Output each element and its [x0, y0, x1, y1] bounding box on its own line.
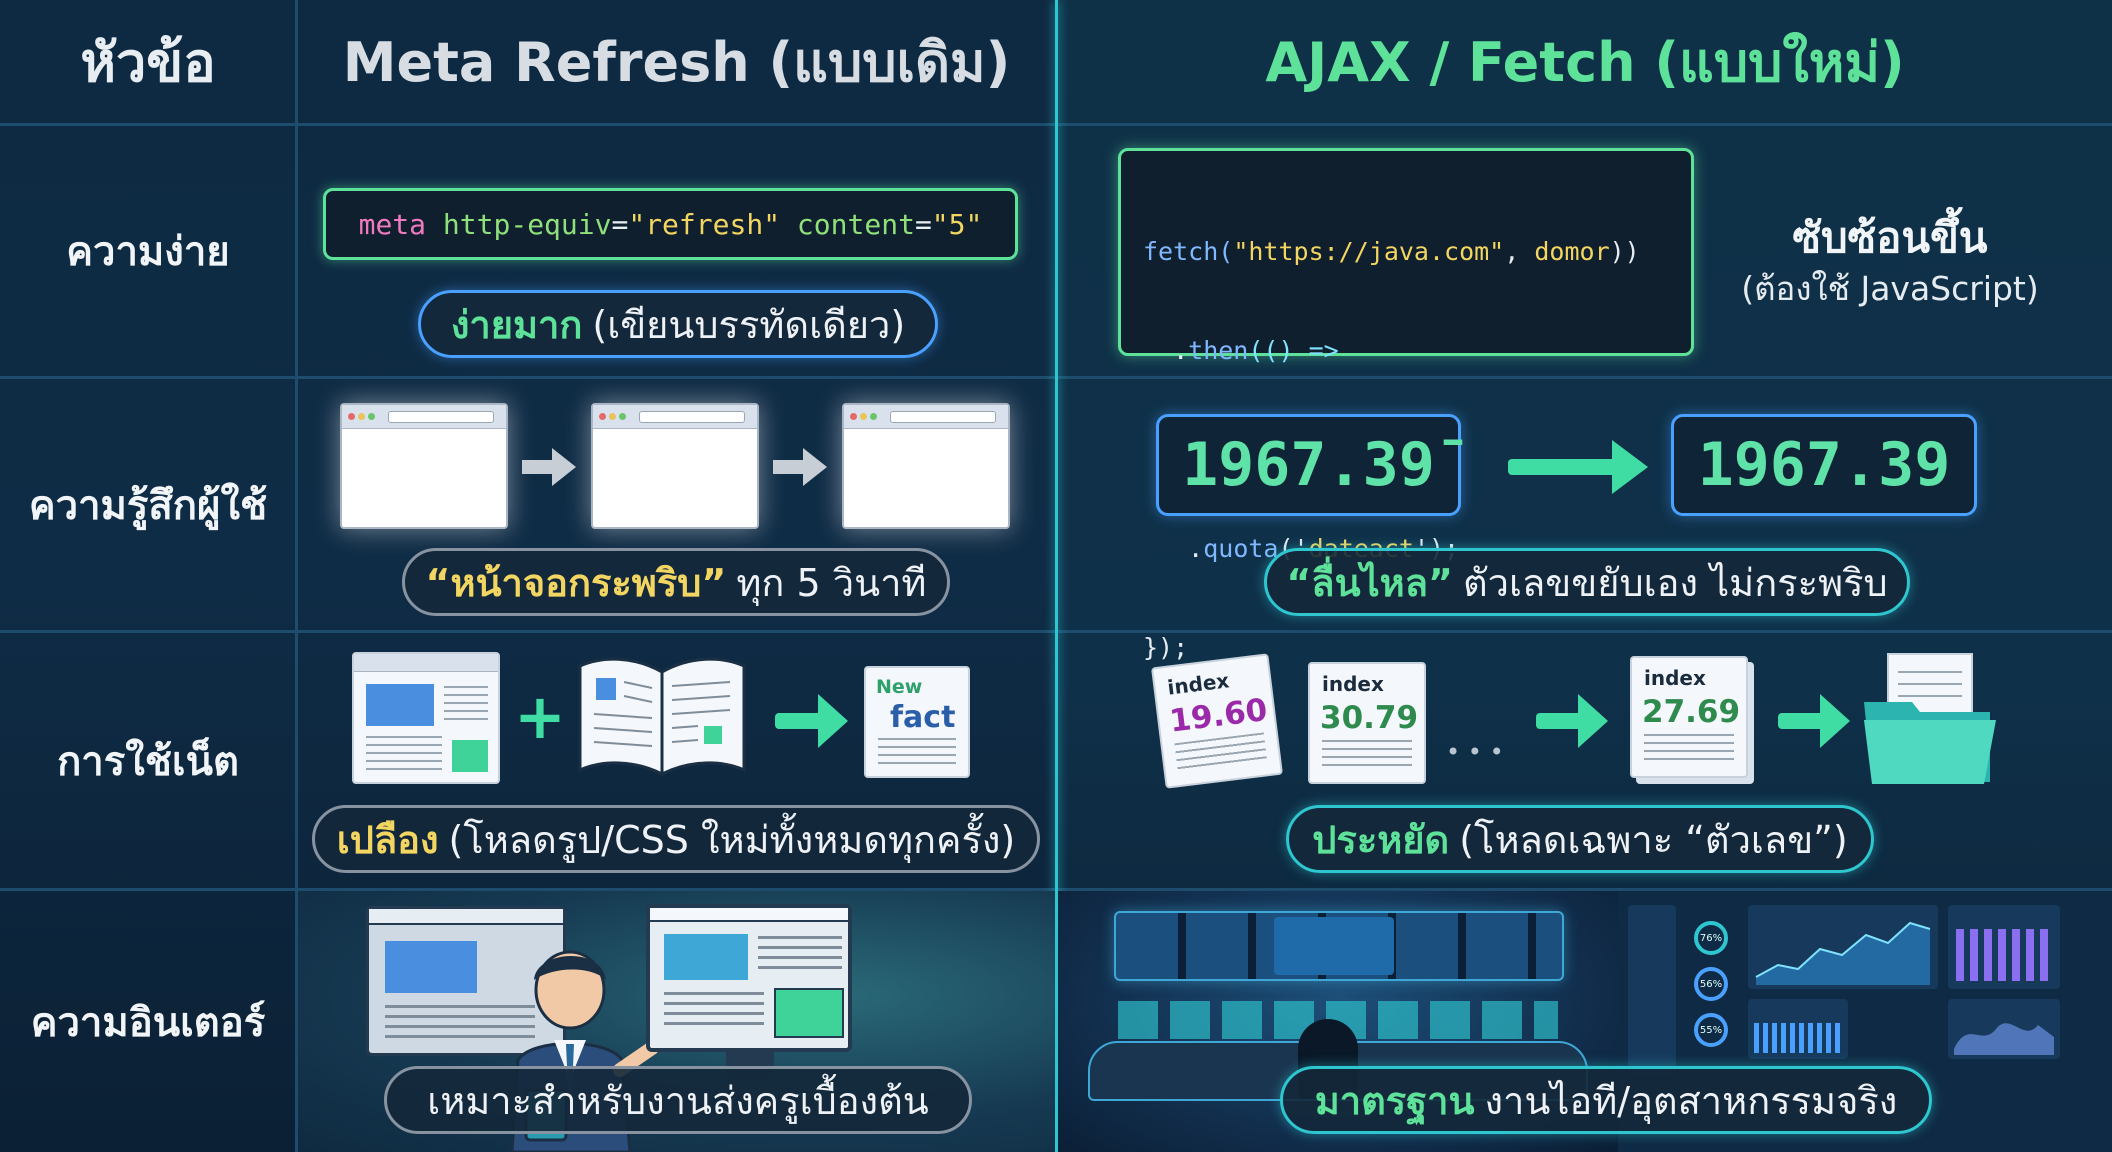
code-comma: , — [1504, 237, 1535, 266]
data-old-pill: เปลือง(โหลดรูป/CSS ใหม่ทั้งหมดทุกครั้ง) — [312, 805, 1040, 873]
code-tag: meta — [358, 207, 427, 241]
doc-2-label: index — [1322, 672, 1384, 696]
code-dot3: . — [1143, 534, 1204, 563]
number-before: 1967.39̄ — [1156, 414, 1461, 516]
simplicity-old-pill-highlight: ง่ายมาก — [450, 302, 583, 347]
code-attr1: http-equiv — [442, 207, 612, 241]
data-new-pill: ประหยัด(โหลดเฉพาะ “ตัวเลข”) — [1286, 805, 1874, 873]
code-quota: quota — [1203, 534, 1279, 563]
divider-center — [1055, 0, 1058, 1152]
plus-sign: + — [514, 680, 566, 753]
ux-old-pill-text: ทุก 5 วินาที — [736, 560, 927, 605]
open-book-icon — [578, 657, 746, 777]
arrow-right-icon — [775, 694, 848, 748]
arrow-right-icon — [1508, 440, 1648, 494]
number-after: 1967.39 — [1671, 414, 1977, 516]
data-old-pill-highlight: เปลือง — [336, 817, 439, 862]
row-label-simplicity: ความง่าย — [66, 229, 230, 275]
ux-new-pill-text: ตัวเลขขยับเอง ไม่กระพริบ — [1463, 560, 1888, 605]
gauge-1: 76% — [1694, 921, 1728, 955]
ux-new-pill-highlight: “ลื่นไหล” — [1286, 560, 1453, 605]
bar-chart-widget — [1948, 905, 2060, 989]
webpage-thumbnail — [352, 652, 500, 784]
gauge-2: 56% — [1694, 967, 1728, 1001]
code-url: "https://java.com" — [1233, 237, 1505, 266]
header-topic: หัวข้อ — [80, 30, 216, 94]
row-label-interest: ความอินเตอร์ — [30, 999, 266, 1046]
data-new-pill-text: (โหลดเฉพาะ “ตัวเลข”) — [1459, 817, 1848, 862]
image-icon — [774, 988, 844, 1038]
code-end: }); — [1143, 633, 1189, 662]
code-then: then — [1188, 336, 1249, 365]
arrow-right-icon — [1536, 694, 1850, 748]
interest-old-pill: เหมาะสำหรับงานส่งครูเบื้องต้น — [384, 1066, 972, 1134]
interest-new-pill-highlight: มาตรฐาน — [1314, 1078, 1475, 1123]
ux-old-pill-highlight: “หน้าจอกระพริบ” — [425, 560, 727, 605]
dashboard-sidebar — [1628, 905, 1676, 1075]
simplicity-new-subtitle: (ต้องใช้ JavaScript) — [1741, 269, 2039, 308]
row-label-data: การใช้เน็ต — [57, 738, 239, 785]
index-document-3: index 27.69 — [1630, 656, 1748, 778]
row-label-ux: ความรู้สึกผู้ใช้ — [28, 482, 268, 529]
divider-label-col — [295, 0, 298, 1152]
index-document-2: index 30.79 — [1308, 662, 1426, 784]
data-new-pill-highlight: ประหยัด — [1312, 817, 1450, 862]
doc-3-value: 27.69 — [1642, 694, 1741, 730]
small-bars-widget — [1748, 999, 1848, 1059]
interest-new-pill-text: งานไอที/อุตสาหกรรมจริง — [1484, 1078, 1898, 1123]
gauge-3: 55% — [1694, 1013, 1728, 1047]
browser-window-1 — [340, 403, 508, 529]
browser-window-2 — [591, 403, 759, 529]
doc-2-value: 30.79 — [1320, 700, 1419, 736]
ux-new-pill: “ลื่นไหล”ตัวเลขขยับเอง ไม่กระพริบ — [1264, 548, 1910, 616]
simplicity-new-title: ซับซ้อนขึ้น — [1792, 213, 1988, 262]
doc-3-label: index — [1644, 666, 1706, 690]
wave-chart-widget — [1948, 999, 2060, 1059]
fetch-code-block: fetch("https://java.com", domor)) .then(… — [1118, 148, 1694, 662]
simplicity-old-pill: ง่ายมาก(เขียนบรรทัดเดียว) — [418, 290, 938, 358]
code-val2: "5" — [931, 207, 983, 241]
interest-old-pill-text: เหมาะสำหรับงานส่งครูเบื้องต้น — [427, 1078, 929, 1123]
code-domor: domor — [1534, 237, 1610, 266]
code-fetch: fetch( — [1143, 237, 1234, 266]
code-close1: )) — [1609, 237, 1640, 266]
fact-word: fact — [890, 700, 956, 735]
code-arrow-fn: (() => — [1248, 336, 1339, 365]
left-monitor — [366, 906, 566, 1056]
code-attr2: content — [796, 207, 915, 241]
code-dot1: . — [1143, 336, 1189, 365]
arrow-right-icon — [522, 448, 827, 486]
data-old-pill-text: (โหลดรูป/CSS ใหม่ทั้งหมดทุกครั้ง) — [448, 817, 1016, 862]
meta-refresh-code: meta http-equiv="refresh" content="5" — [323, 188, 1018, 260]
folder-icon — [1864, 653, 1996, 784]
interest-new-pill: มาตรฐานงานไอที/อุตสาหกรรมจริง — [1280, 1066, 1932, 1134]
area-chart-widget — [1748, 905, 1938, 989]
code-val1: "refresh" — [628, 207, 781, 241]
fact-new-label: New — [876, 676, 923, 698]
ux-old-pill: “หน้าจอกระพริบ”ทุก 5 วินาที — [402, 548, 950, 616]
browser-window-3 — [842, 403, 1010, 529]
header-old: Meta Refresh (แบบเดิม) — [342, 30, 1011, 94]
new-fact-document: New fact — [864, 666, 970, 778]
header-new: AJAX / Fetch (แบบใหม่) — [1265, 30, 1905, 94]
right-monitor — [646, 904, 852, 1052]
ellipsis: • • • — [1446, 738, 1504, 766]
world-map-screen — [1274, 917, 1394, 975]
simplicity-old-pill-text: (เขียนบรรทัดเดียว) — [592, 302, 906, 347]
